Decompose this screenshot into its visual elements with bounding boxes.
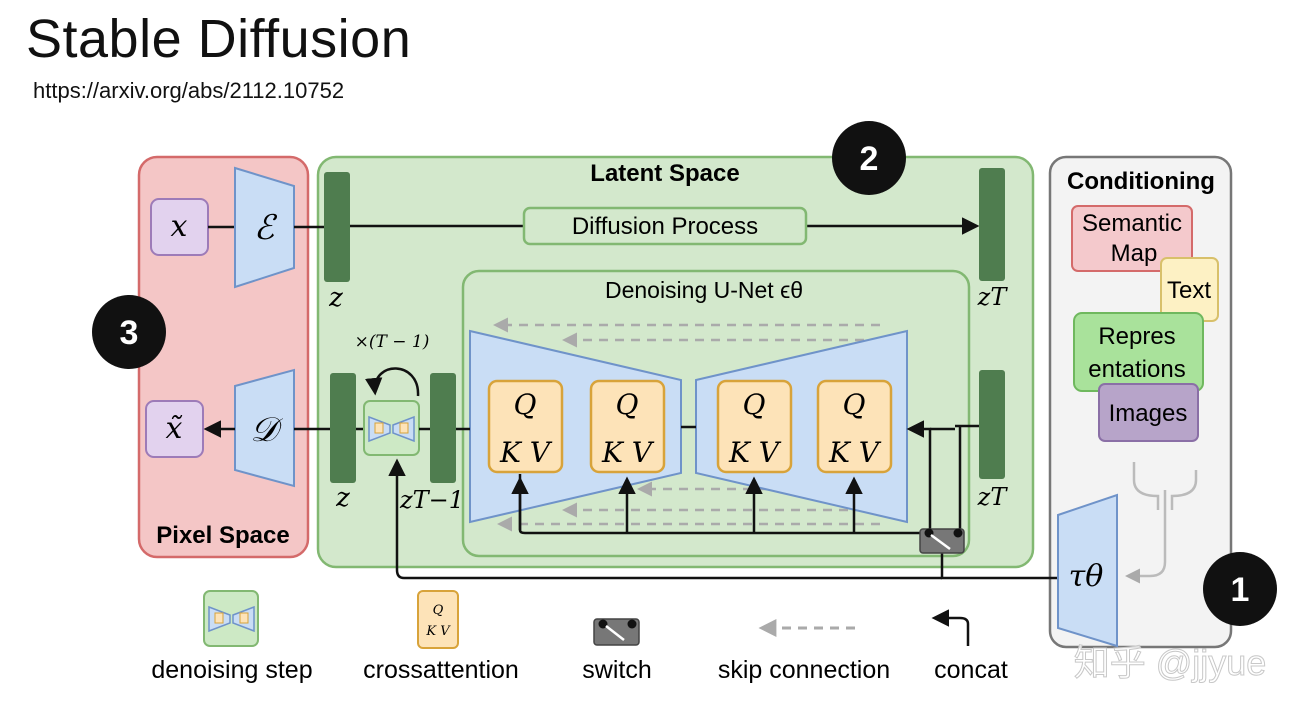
latent-zT-1-block: [430, 373, 456, 483]
legend-concat-icon: [931, 609, 970, 646]
conditioning-merge-arrow: [1125, 462, 1198, 584]
semantic-map-label-1: Semantic: [1082, 210, 1182, 237]
paper-url[interactable]: https://arxiv.org/abs/2112.10752: [33, 78, 345, 103]
crossattention-block-3: Q K V: [716, 379, 793, 474]
legend-denoising-step-label: denoising step: [151, 656, 312, 684]
images-label: Images: [1109, 400, 1188, 427]
crossattention-block-2: Q K V: [589, 379, 666, 474]
badge-3: 3: [92, 295, 166, 369]
kv-label: K V: [828, 436, 882, 469]
legend-crossattention-icon: Q K V: [417, 590, 459, 649]
crossattention-block-1: Q K V: [487, 379, 564, 474]
diffusion-process-box: [522, 206, 808, 246]
representations-label-2: entations: [1088, 356, 1185, 383]
watermark: 知乎 @jjyue: [1074, 642, 1267, 683]
repeat-label: ×(T − 1): [355, 332, 430, 352]
kv-label: K V: [601, 436, 655, 469]
encoder-block: [234, 166, 295, 289]
output-x-tilde-symbol: x̃: [166, 411, 184, 446]
latent-zT-block: [979, 168, 1005, 281]
text-label: Text: [1167, 277, 1211, 304]
latent-z-label: z: [328, 283, 343, 313]
legend-switch-label: switch: [582, 656, 651, 684]
input-x-symbol: x: [171, 209, 188, 244]
tau-encoder-block: [1057, 493, 1118, 648]
svg-text:3: 3: [120, 314, 139, 352]
legend-crossattention-label: crossattention: [363, 656, 519, 684]
denoising-step-box: [363, 400, 420, 456]
output-x-tilde-box: [145, 400, 204, 458]
pixel-space-label: Pixel Space: [156, 522, 289, 549]
semantic-map-box: [1071, 205, 1193, 272]
latent-z-block-bottom: [330, 373, 356, 483]
encoder-symbol: ℰ: [254, 208, 278, 248]
badge-2: 2: [832, 121, 906, 195]
svg-text:2: 2: [860, 140, 879, 178]
decoder-block: [234, 368, 295, 488]
svg-text:K V: K V: [425, 624, 451, 639]
switch-element: [919, 528, 965, 554]
latent-space-label: Latent Space: [590, 160, 739, 187]
conditioning-label: Conditioning: [1067, 168, 1215, 195]
conditioning-to-denoise-arrow: [388, 458, 942, 580]
conditioning-arrows: [511, 420, 1060, 580]
latent-z-label-bottom: z: [335, 483, 350, 513]
kv-label: K V: [728, 436, 782, 469]
q-label: Q: [616, 388, 639, 421]
svg-text:1: 1: [1231, 571, 1250, 609]
legend-concat-label: concat: [934, 656, 1008, 684]
unet-encoder-trapezoid: [469, 329, 682, 524]
diffusion-process-label: Diffusion Process: [572, 213, 758, 240]
page-title: Stable Diffusion: [26, 9, 412, 69]
latent-zT-1-label: zT−1: [399, 486, 464, 514]
latent-z-block: [324, 172, 350, 282]
repeat-loop-arrow: [365, 367, 420, 397]
q-label: Q: [843, 388, 866, 421]
unet-decoder-trapezoid: [695, 329, 908, 524]
images-box: [1098, 383, 1199, 442]
representations-label-1: Repres: [1098, 323, 1175, 350]
unet-title: Denoising U-Net ϵθ: [605, 277, 803, 303]
badge-1: 1: [1203, 552, 1277, 626]
legend-denoising-step-icon: [203, 590, 259, 647]
latent-zT-block-bottom: [979, 370, 1005, 479]
legend-switch-icon: [593, 618, 640, 646]
crossattention-block-4: Q K V: [816, 379, 893, 474]
q-label: Q: [514, 388, 537, 421]
semantic-map-label-2: Map: [1111, 240, 1158, 267]
kv-label: K V: [499, 436, 553, 469]
legend-skip-connection-label: skip connection: [718, 656, 890, 684]
q-label: Q: [743, 388, 766, 421]
tau-symbol: τθ: [1069, 559, 1104, 594]
svg-text:Q: Q: [433, 603, 444, 618]
latent-zT-label: zT: [977, 283, 1009, 311]
latent-zT-label-bottom: zT: [977, 483, 1009, 511]
